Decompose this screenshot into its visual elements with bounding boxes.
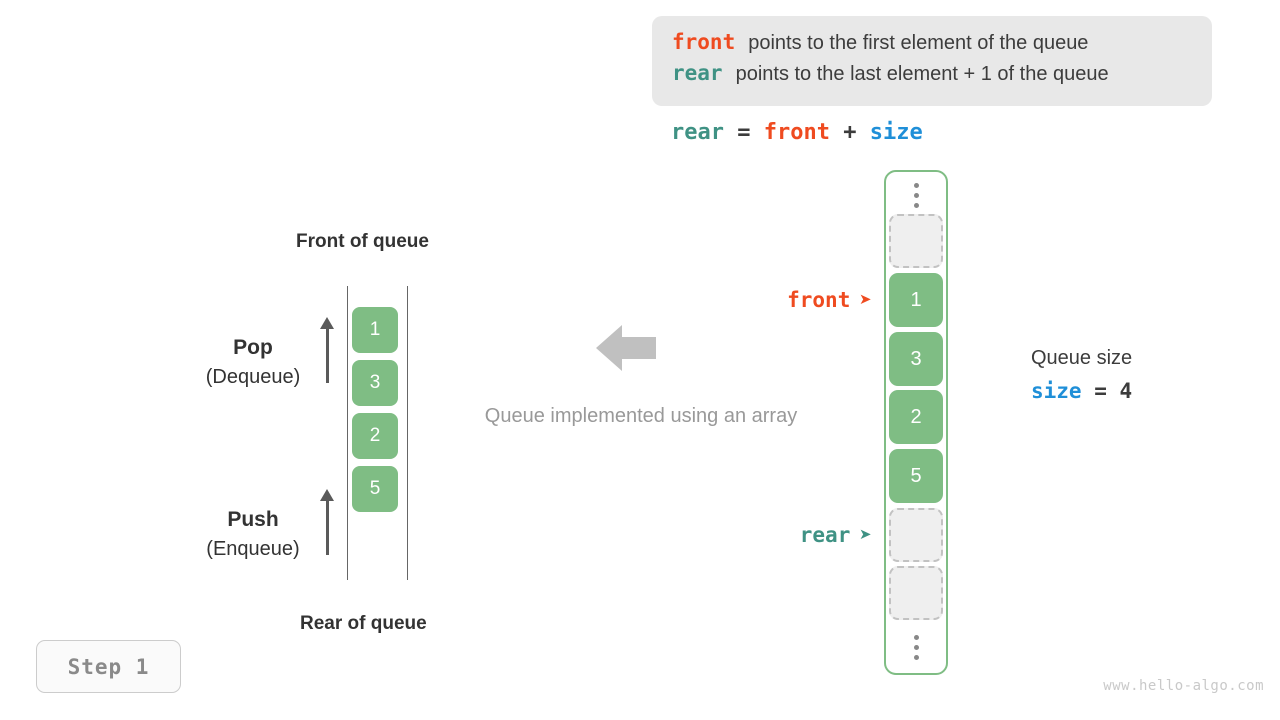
pointer-rear-arrow-icon: ➤ bbox=[859, 523, 872, 547]
size-annotation: Queue size size = 4 bbox=[1031, 344, 1132, 403]
array-bottom-ellipsis-icon bbox=[889, 630, 943, 664]
array-slot-empty bbox=[889, 566, 943, 620]
left-arrow-icon bbox=[596, 325, 656, 371]
array-slot-filled: 1 bbox=[889, 273, 943, 327]
push-label: Push (Enqueue) bbox=[178, 506, 328, 564]
pop-label-sub: (Dequeue) bbox=[205, 366, 301, 388]
queue-cell: 3 bbox=[352, 360, 398, 406]
front-of-queue-label: Front of queue bbox=[296, 231, 429, 252]
array-slot-filled: 3 bbox=[889, 332, 943, 386]
queue-cell: 5 bbox=[352, 466, 398, 512]
push-label-main: Push bbox=[227, 508, 279, 531]
pointer-front-arrow-icon: ➤ bbox=[859, 288, 872, 312]
legend-line-front: front points to the first element of the… bbox=[672, 30, 1212, 61]
array-container bbox=[884, 170, 948, 675]
array-slot-empty bbox=[889, 508, 943, 562]
size-value: 4 bbox=[1119, 379, 1133, 403]
legend-line-rear: rear points to the last element + 1 of t… bbox=[672, 61, 1212, 92]
formula-lhs-rear: rear bbox=[671, 120, 724, 145]
pop-up-arrow-icon bbox=[320, 317, 334, 383]
diagram-caption: Queue implemented using an array bbox=[484, 405, 798, 427]
size-annotation-expression: size = 4 bbox=[1031, 379, 1132, 403]
queue-cell: 1 bbox=[352, 307, 398, 353]
pointer-front: front ➤ bbox=[700, 288, 872, 312]
legend-keyword-front: front bbox=[672, 30, 736, 54]
pointer-rear-label: rear bbox=[799, 523, 851, 547]
legend-text-front: points to the first element of the queue bbox=[748, 32, 1089, 54]
pointer-rear: rear ➤ bbox=[700, 523, 872, 547]
queue-cell: 2 bbox=[352, 413, 398, 459]
legend-keyword-rear: rear bbox=[672, 61, 723, 85]
legend-box: front points to the first element of the… bbox=[652, 16, 1212, 106]
formula-equals: = bbox=[723, 120, 764, 145]
pop-label-main: Pop bbox=[233, 336, 273, 359]
queue-rail-right bbox=[407, 286, 408, 580]
size-variable: size bbox=[1031, 379, 1082, 403]
push-up-arrow-icon bbox=[320, 489, 334, 555]
formula-rhs-front: front bbox=[763, 120, 830, 145]
array-slot-empty bbox=[889, 214, 943, 268]
queue-rail-left bbox=[347, 286, 348, 580]
array-top-ellipsis-icon bbox=[889, 178, 943, 212]
push-label-sub: (Enqueue) bbox=[206, 538, 300, 560]
formula-rhs-size: size bbox=[869, 120, 923, 145]
legend-text-rear: points to the last element + 1 of the qu… bbox=[735, 63, 1109, 85]
step-badge: Step 1 bbox=[36, 640, 181, 693]
size-annotation-title: Queue size bbox=[1031, 347, 1133, 369]
formula-rear-equals-front-plus-size: rear = front + size bbox=[671, 120, 923, 145]
size-equals: = bbox=[1081, 379, 1120, 403]
array-slot-filled: 2 bbox=[889, 390, 943, 444]
pop-label: Pop (Dequeue) bbox=[178, 334, 328, 392]
pointer-front-label: front bbox=[787, 288, 851, 312]
watermark: www.hello-algo.com bbox=[1103, 678, 1264, 694]
rear-of-queue-label: Rear of queue bbox=[300, 613, 427, 634]
formula-plus: + bbox=[829, 120, 870, 145]
array-slot-filled: 5 bbox=[889, 449, 943, 503]
